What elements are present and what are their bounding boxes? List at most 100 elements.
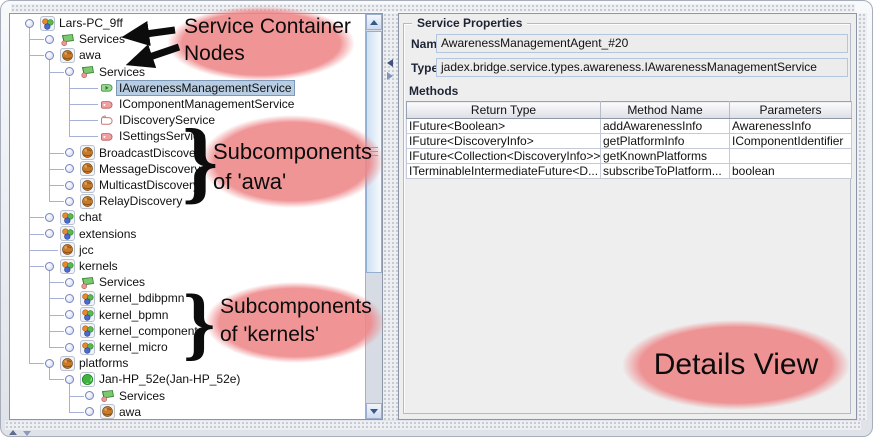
scroll-down-button[interactable] — [366, 403, 382, 419]
tree-row[interactable]: Services — [10, 31, 365, 47]
tree-row[interactable]: Services — [10, 274, 365, 290]
tree-row[interactable]: Jan-HP_52e(Jan-HP_52e) — [10, 371, 365, 387]
expand-handle-icon[interactable] — [64, 293, 74, 303]
tree-row-label[interactable]: Jan-HP_52e(Jan-HP_52e) — [99, 372, 241, 387]
tree-row-label[interactable]: kernel_bdibpmn — [99, 291, 185, 306]
tree-row[interactable]: kernel_bpmn — [10, 307, 365, 323]
collapse-handle-icon[interactable] — [44, 261, 54, 271]
tree-row-label[interactable]: IComponentManagementService — [119, 97, 295, 111]
expand-handle-icon[interactable] — [64, 196, 74, 206]
collapse-handle-icon[interactable] — [44, 358, 54, 368]
horizontal-splitter-bottom[interactable] — [5, 421, 861, 436]
expand-handle-icon[interactable] — [64, 148, 74, 158]
tree-row-label[interactable]: Services — [99, 64, 146, 79]
tree-row[interactable]: BroadcastDiscovery — [10, 145, 365, 161]
methods-table-cell[interactable] — [729, 148, 852, 164]
expand-handle-icon[interactable] — [44, 212, 54, 222]
tree-row[interactable]: MessageDiscovery — [10, 161, 365, 177]
methods-table-cell[interactable]: ITerminableIntermediateFuture<D... — [406, 163, 601, 179]
methods-table-cell[interactable]: subscribeToPlatform... — [600, 163, 730, 179]
vertical-splitter-right[interactable] — [858, 13, 867, 420]
tree-row[interactable]: Lars-PC_9ff — [10, 15, 365, 31]
methods-table-cell[interactable]: getKnownPlatforms — [600, 148, 730, 164]
methods-table-column-header[interactable]: Parameters — [729, 101, 852, 119]
tree-vertical-scrollbar[interactable] — [365, 14, 382, 419]
splitter-collapse-up-icon[interactable] — [9, 422, 17, 436]
tree-row-label[interactable]: Services — [99, 275, 146, 290]
name-field[interactable]: AwarenessManagementAgent_#20 — [436, 34, 848, 53]
tree-row[interactable]: MulticastDiscovery — [10, 177, 365, 193]
tree-row[interactable]: ISettingsService — [10, 128, 365, 144]
methods-table-cell[interactable]: addAwarenessInfo — [600, 118, 730, 134]
scrollbar-thumb[interactable] — [366, 31, 382, 273]
expand-handle-icon[interactable] — [44, 34, 54, 44]
expand-handle-icon[interactable] — [64, 180, 74, 190]
tree-row-label[interactable]: extensions — [79, 226, 137, 241]
tree-row[interactable]: IDiscoveryService — [10, 112, 365, 128]
expand-handle-icon[interactable] — [84, 391, 94, 401]
tree-row-label[interactable]: awa — [119, 404, 142, 419]
tree-row-label[interactable]: RelayDiscovery — [99, 194, 183, 209]
type-field[interactable]: jadex.bridge.service.types.awareness.IAw… — [436, 58, 848, 77]
tree-row-label[interactable]: IAwarenessManagementService — [116, 79, 295, 96]
tree-row-label[interactable]: chat — [79, 210, 102, 225]
tree-row[interactable]: awa — [10, 47, 365, 63]
tree-row-label[interactable]: platforms — [79, 356, 129, 371]
collapse-handle-icon[interactable] — [44, 50, 54, 60]
expand-handle-icon[interactable] — [64, 310, 74, 320]
methods-table-cell[interactable]: IFuture<Boolean> — [406, 118, 601, 134]
tree-row[interactable]: Services — [10, 64, 365, 80]
methods-table-cell[interactable]: boolean — [729, 163, 852, 179]
methods-table-cell[interactable]: AwarenessInfo — [729, 118, 852, 134]
tree-row[interactable]: kernel_bdibpmn — [10, 290, 365, 306]
tree-row[interactable]: jcc — [10, 242, 365, 258]
tree-row-label[interactable]: BroadcastDiscovery — [99, 145, 206, 160]
tree-row-label[interactable]: Services — [119, 388, 166, 403]
expand-handle-icon[interactable] — [64, 277, 74, 287]
tree-row-label[interactable]: IDiscoveryService — [119, 113, 216, 128]
tree-row[interactable]: platforms — [10, 355, 365, 371]
tree-row-label[interactable]: kernel_component — [99, 323, 198, 338]
methods-table-column-header[interactable]: Return Type — [406, 101, 601, 119]
expand-handle-icon[interactable] — [64, 326, 74, 336]
tree-row[interactable]: IAwarenessManagementService — [10, 79, 365, 96]
methods-table-row[interactable]: IFuture<Collection<DiscoveryInfo>>getKno… — [406, 148, 852, 164]
tree-row[interactable]: IComponentManagementService — [10, 96, 365, 112]
tree-row-label[interactable]: MulticastDiscovery — [99, 178, 200, 192]
expand-handle-icon[interactable] — [44, 229, 54, 239]
tree-row-label[interactable]: kernels — [79, 259, 118, 273]
tree-row[interactable]: kernel_micro — [10, 339, 365, 355]
tree-row-label[interactable]: MessageDiscovery — [99, 161, 201, 176]
methods-table-cell[interactable]: IFuture<Collection<DiscoveryInfo>> — [406, 148, 601, 164]
splitter-expand-right-icon[interactable] — [387, 67, 393, 85]
splitter-collapse-down-icon[interactable] — [23, 423, 31, 436]
methods-table-cell[interactable]: IComponentIdentifier — [729, 133, 852, 149]
tree-row[interactable]: kernel_component — [10, 323, 365, 339]
methods-table-cell[interactable]: getPlatformInfo — [600, 133, 730, 149]
expand-handle-icon[interactable] — [64, 164, 74, 174]
scroll-up-button[interactable] — [366, 14, 382, 30]
tree-row[interactable]: RelayDiscovery — [10, 193, 365, 209]
tree-row[interactable]: awa — [10, 404, 365, 419]
collapse-handle-icon[interactable] — [64, 67, 74, 77]
tree-row-label[interactable]: jcc — [79, 242, 94, 257]
tree-row-label[interactable]: ISettingsService — [119, 129, 206, 144]
expand-handle-icon[interactable] — [84, 407, 94, 417]
tree-row-label[interactable]: Lars-PC_9ff — [59, 16, 123, 30]
tree-row-label[interactable]: awa — [79, 48, 102, 63]
tree-row-label[interactable]: kernel_bpmn — [99, 307, 169, 322]
main-splitter[interactable] — [383, 13, 398, 420]
methods-table-column-header[interactable]: Method Name — [600, 101, 730, 119]
methods-table-cell[interactable]: IFuture<DiscoveryInfo> — [406, 133, 601, 149]
collapse-handle-icon[interactable] — [24, 18, 34, 28]
expand-handle-icon[interactable] — [64, 342, 74, 352]
splitter-collapse-left-icon[interactable] — [387, 54, 393, 72]
horizontal-splitter-top[interactable] — [11, 4, 855, 19]
tree-row-label[interactable]: kernel_micro — [99, 340, 168, 354]
tree-row[interactable]: kernels — [10, 258, 365, 274]
collapse-handle-icon[interactable] — [64, 374, 74, 384]
tree-row[interactable]: chat — [10, 209, 365, 225]
